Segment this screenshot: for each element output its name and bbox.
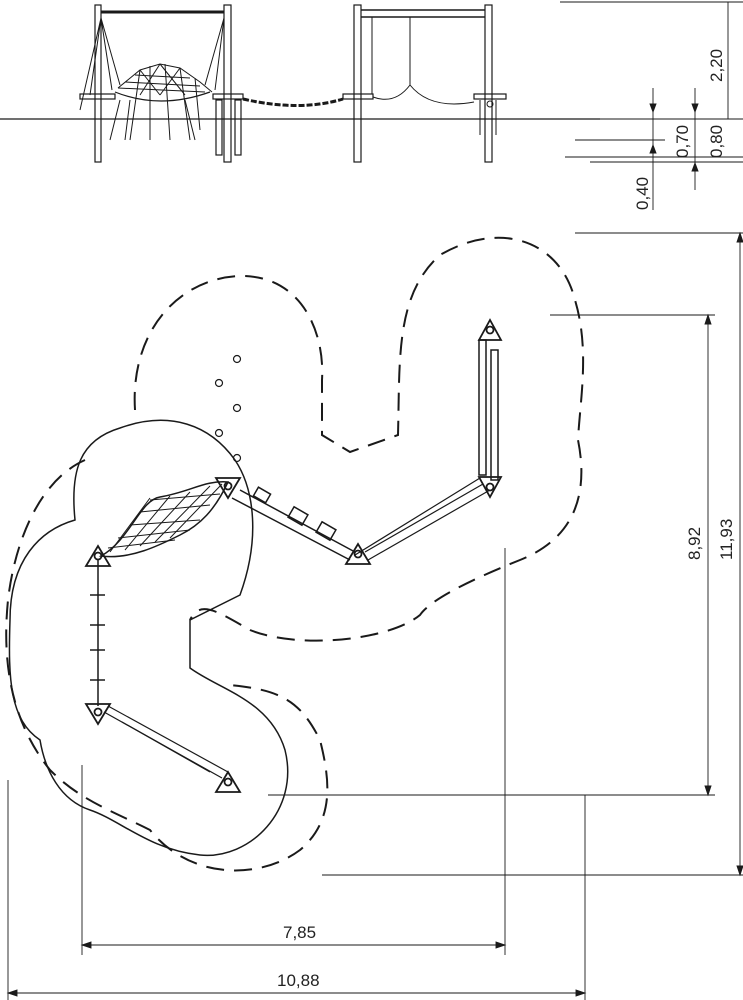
triangle-posts <box>84 318 503 793</box>
post-center <box>214 477 242 500</box>
vertical-pole <box>478 339 499 481</box>
safety-zone-solid <box>8 419 289 856</box>
dim-plan-depth-11-93: 11,93 <box>717 519 736 560</box>
rope-upper <box>354 477 491 561</box>
dim-height-2-20: 2,20 <box>707 49 726 82</box>
dim-depth-0-80: 0,80 <box>707 125 726 158</box>
post-bottom <box>214 770 242 793</box>
post-bridge-end <box>344 542 372 565</box>
post-left-bottom <box>84 703 112 726</box>
climbing-net <box>98 481 230 558</box>
dim-plan-width-10-88: 10,88 <box>277 971 320 990</box>
post-mid-right <box>477 476 503 499</box>
dim-plan-width-7-85: 7,85 <box>283 923 316 942</box>
elevation-net <box>79 17 225 141</box>
elevation-view <box>0 4 600 163</box>
stepping-dots <box>214 354 242 463</box>
dim-depth-0-40: 0,40 <box>633 177 652 210</box>
post-left-top <box>84 544 112 567</box>
elevation-dimensions <box>560 1 743 210</box>
chain-bridge-plan <box>231 486 356 561</box>
post-top-right <box>477 318 503 341</box>
dim-plan-depth-8-92: 8,92 <box>685 527 704 560</box>
plan-dimensions <box>6 231 743 1000</box>
dim-depth-0-70: 0,70 <box>673 125 692 158</box>
posts <box>94 4 493 163</box>
safety-zone-dashed <box>133 236 585 642</box>
rope-lower <box>103 705 229 779</box>
plan-view <box>5 236 585 872</box>
chain-bridge <box>242 97 344 107</box>
ladder <box>90 560 105 706</box>
